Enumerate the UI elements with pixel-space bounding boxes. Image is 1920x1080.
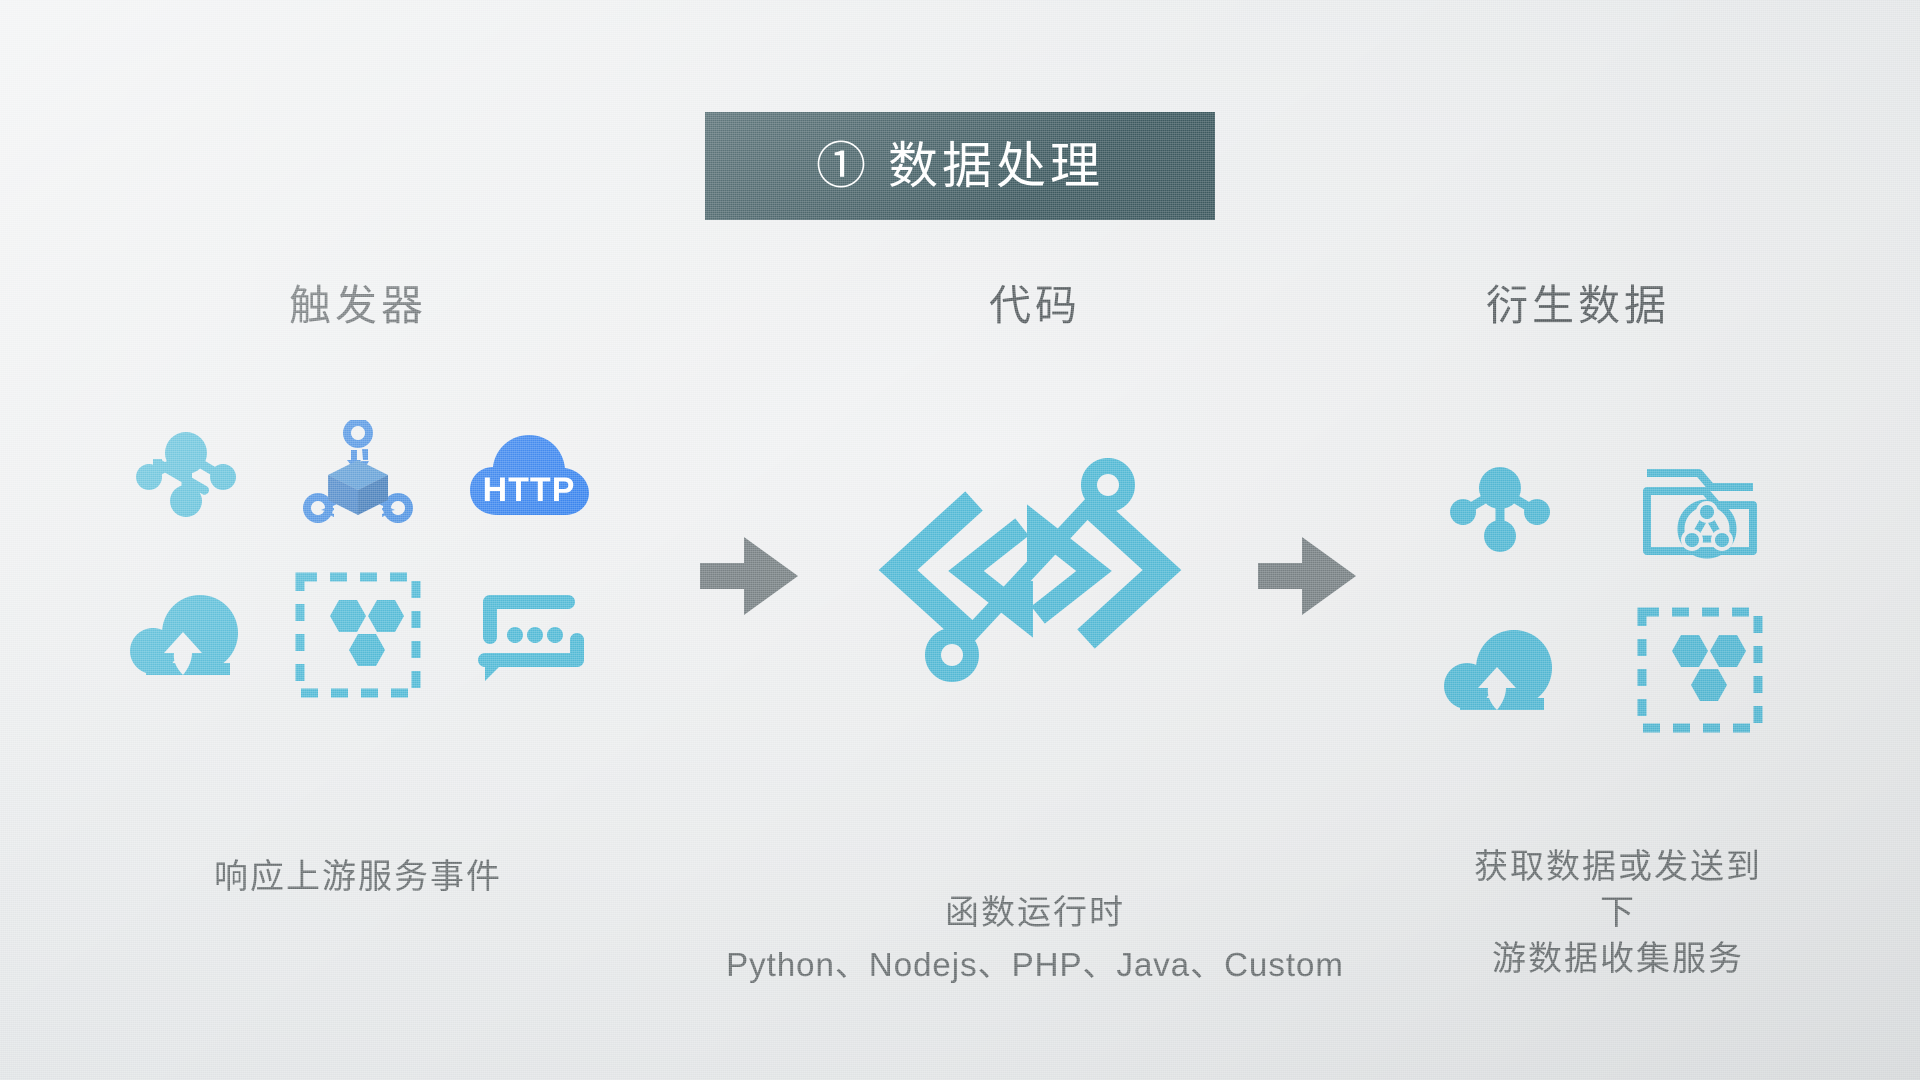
hexagon-cluster-icon <box>1620 595 1780 745</box>
title-banner: ① 数据处理 <box>705 112 1215 220</box>
flow-arrow-1 <box>700 533 800 619</box>
folder-share-icon <box>1620 435 1780 585</box>
caption-code-main: 函数运行时 <box>945 893 1125 932</box>
caption-code-runtimes: Python、Nodejs、PHP、Java、Custom <box>726 945 1344 983</box>
function-compute-logo <box>870 405 1190 725</box>
caption-derived: 获取数据或发送到下 游数据收集服务 <box>1474 848 1762 978</box>
cloud-upload-icon <box>1420 595 1580 745</box>
caption-code: 函数运行时 Python、Nodejs、PHP、Java、Custom <box>726 845 1344 1033</box>
column-heading-code: 代码 <box>988 282 1082 329</box>
column-heading-derived: 衍生数据 <box>1485 282 1671 329</box>
http-cloud-icon: HTTP <box>450 400 610 550</box>
flow-arrow-2 <box>1258 533 1358 619</box>
page-title: ① 数据处理 <box>816 138 1104 194</box>
derived-icon-grid <box>1400 430 1800 750</box>
object-cube-icon <box>278 400 438 550</box>
hub-nodes-icon <box>1420 435 1580 585</box>
hub-nodes-icon <box>106 400 266 550</box>
trigger-icon-grid: HTTP <box>100 395 616 715</box>
column-heading-trigger: 触发器 <box>288 282 428 329</box>
hexagon-cluster-icon <box>278 560 438 710</box>
cloud-upload-icon <box>106 560 266 710</box>
caption-trigger: 响应上游服务事件 <box>214 858 502 896</box>
chat-dots-icon <box>450 560 610 710</box>
http-cloud-label: HTTP <box>483 471 576 509</box>
